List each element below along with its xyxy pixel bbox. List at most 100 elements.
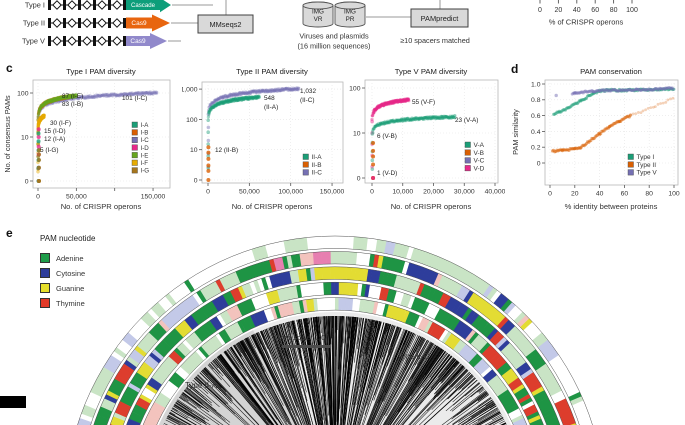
svg-text:10: 10 <box>190 147 198 154</box>
series-I-E <box>36 92 78 171</box>
repeat-block <box>123 0 126 10</box>
svg-text:87 (I-E): 87 (I-E) <box>62 93 83 100</box>
svg-text:12 (II-B): 12 (II-B) <box>215 147 238 154</box>
thymine-label: Thymine <box>56 299 85 308</box>
svg-text:IMG: IMG <box>312 9 324 16</box>
svg-text:80: 80 <box>645 191 653 198</box>
svg-text:Cas9: Cas9 <box>131 20 147 27</box>
svg-text:No. of CRISPR operons: No. of CRISPR operons <box>61 202 142 211</box>
svg-text:30,000: 30,000 <box>454 189 475 196</box>
gene-arrow <box>126 0 171 13</box>
repeat-block <box>93 18 96 28</box>
pam-nucleotide-legend-title: PAM nucleotide <box>40 234 96 243</box>
svg-text:V-B: V-B <box>474 150 484 157</box>
panel-e-label: e <box>6 226 13 240</box>
repeat-block <box>123 18 126 28</box>
svg-text:PAM similarity: PAM similarity <box>511 109 520 155</box>
svg-text:II-B: II-B <box>312 162 322 169</box>
panel-c-label: c <box>6 61 13 75</box>
spacer-diamond <box>67 18 77 28</box>
repeat-block <box>78 0 81 10</box>
svg-text:Type I PAM diversity: Type I PAM diversity <box>66 67 136 76</box>
spacer-diamond <box>97 18 107 28</box>
svg-text:PAMpredict: PAMpredict <box>421 14 459 23</box>
spacer-diamond <box>52 36 62 46</box>
spacer-diamond <box>112 18 122 28</box>
svg-text:55 (V-F): 55 (V-F) <box>412 99 435 106</box>
svg-text:PAM conservation: PAM conservation <box>580 67 642 76</box>
spacer-diamond <box>67 36 77 46</box>
repeat-block <box>108 18 111 28</box>
repeat-block <box>63 18 66 28</box>
svg-text:12 (I-A): 12 (I-A) <box>44 136 65 143</box>
sector-label-type-ii-a: Type II-A <box>184 381 217 390</box>
data-annotations: 87 (I-E)83 (I-B)101 (I-C)30 (I-F)15 (I-D… <box>40 93 147 154</box>
series-II-B <box>206 145 211 182</box>
svg-text:60: 60 <box>621 191 629 198</box>
svg-text:IMG: IMG <box>344 9 356 16</box>
plot-legend: V-AV-BV-CV-D <box>464 141 485 172</box>
svg-text:15 (I-D): 15 (I-D) <box>44 128 66 135</box>
cropped-black-bar <box>0 396 26 408</box>
svg-text:I-F: I-F <box>141 160 149 167</box>
spacer-diamond <box>52 18 62 28</box>
series-II-A <box>206 94 261 170</box>
svg-text:0: 0 <box>538 7 542 14</box>
svg-text:100: 100 <box>186 117 198 124</box>
svg-text:No. of CRISPR operons: No. of CRISPR operons <box>391 202 472 211</box>
svg-text:1.0: 1.0 <box>531 81 541 88</box>
series-I-C <box>36 90 159 171</box>
svg-text:30 (I-F): 30 (I-F) <box>50 120 71 127</box>
series-Type II <box>550 96 675 154</box>
svg-text:20,000: 20,000 <box>423 189 444 196</box>
guanine-label: Guanine <box>56 284 85 293</box>
cytosine-label: Cytosine <box>56 269 86 278</box>
svg-text:6 (V-B): 6 (V-B) <box>377 133 397 140</box>
series-I-F <box>36 113 46 174</box>
repeat-block <box>48 18 51 28</box>
svg-text:0: 0 <box>25 178 29 185</box>
svg-text:0: 0 <box>537 160 541 167</box>
svg-text:60: 60 <box>591 7 599 14</box>
svg-text:83 (I-B): 83 (I-B) <box>62 101 83 108</box>
spacer-diamond <box>67 0 77 10</box>
svg-text:I-A: I-A <box>141 122 150 129</box>
nucleotide-rings <box>77 235 593 425</box>
svg-text:0: 0 <box>357 175 361 182</box>
svg-text:Type II: Type II <box>637 162 657 169</box>
svg-text:20: 20 <box>571 191 579 198</box>
svg-text:1 (V-D): 1 (V-D) <box>377 170 397 177</box>
adenine-label: Adenine <box>56 254 84 263</box>
svg-text:1,032: 1,032 <box>300 88 316 95</box>
svg-text:VR: VR <box>314 16 323 23</box>
svg-text:80: 80 <box>610 7 618 14</box>
series-II-C <box>206 86 301 169</box>
svg-text:(II-A): (II-A) <box>264 104 278 111</box>
repeat-block <box>93 0 96 10</box>
svg-text:0.6: 0.6 <box>531 113 541 120</box>
svg-text:Cascade: Cascade <box>131 2 156 9</box>
tree-scale-bar <box>282 345 330 348</box>
svg-text:100: 100 <box>17 90 29 97</box>
svg-text:100,000: 100,000 <box>278 189 303 196</box>
svg-text:50,000: 50,000 <box>66 194 87 201</box>
svg-text:≥10 spacers matched: ≥10 spacers matched <box>400 36 470 45</box>
tree-scale-label: Tree scale: 1.0 <box>276 333 326 342</box>
svg-text:0: 0 <box>548 191 552 198</box>
svg-text:V-A: V-A <box>474 142 485 149</box>
svg-text:40: 40 <box>573 7 581 14</box>
svg-text:(16 million sequences): (16 million sequences) <box>297 42 370 51</box>
svg-text:100: 100 <box>349 85 361 92</box>
adenine-swatch <box>40 253 50 263</box>
svg-text:No. of consensus PAMs: No. of consensus PAMs <box>3 95 12 173</box>
dendrogram-spikes <box>163 315 507 425</box>
svg-text:II-C: II-C <box>312 170 323 177</box>
spacer-diamond <box>112 36 122 46</box>
